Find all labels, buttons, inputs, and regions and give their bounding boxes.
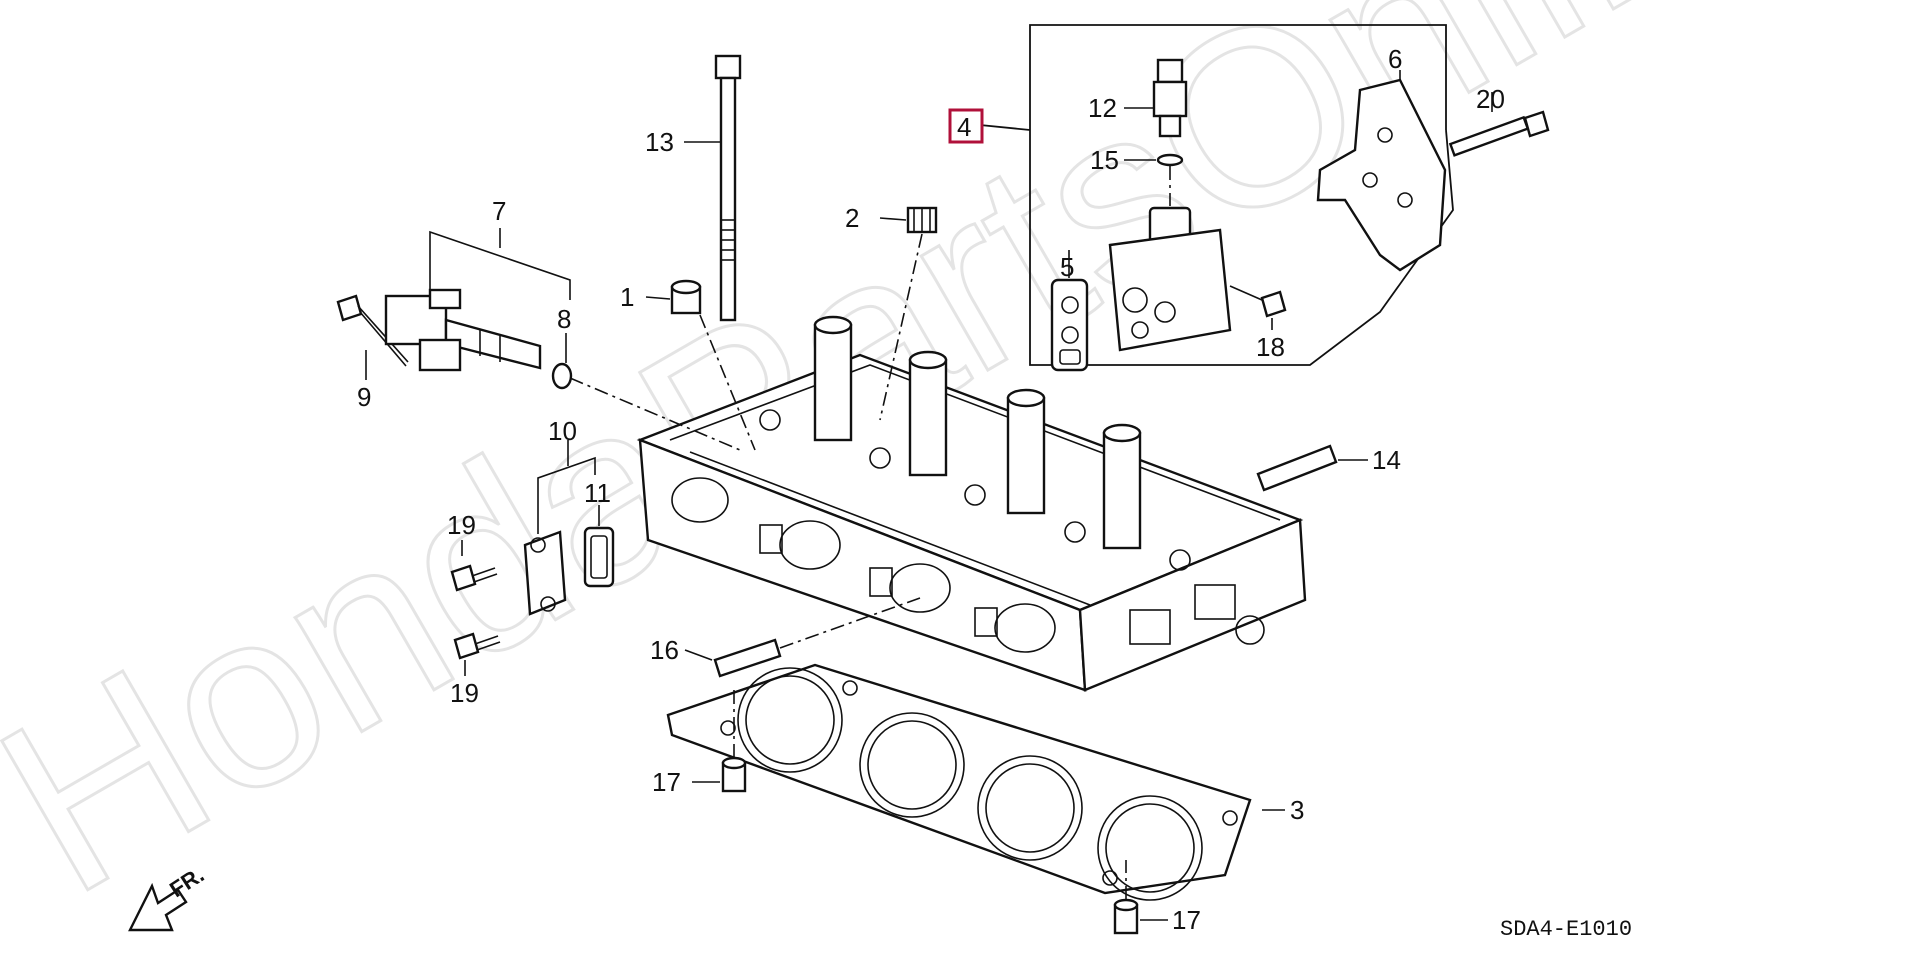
- o-ring-8[interactable]: [551, 362, 573, 390]
- callout-10: 10: [548, 416, 577, 446]
- bolt-19-upper[interactable]: [450, 564, 498, 592]
- head-gasket[interactable]: [666, 663, 1252, 901]
- callout-19-lower: 19: [450, 678, 479, 708]
- callout-14: 14: [1372, 445, 1401, 475]
- callout-17-upper: 17: [652, 767, 681, 797]
- gasket-5[interactable]: [1050, 278, 1089, 372]
- bolt-18[interactable]: [1229, 285, 1287, 318]
- washer-15[interactable]: [1156, 153, 1184, 167]
- head-bolt-13[interactable]: [714, 54, 742, 322]
- callout-4-frame: [948, 108, 984, 144]
- gasket-11[interactable]: [583, 526, 615, 588]
- spool-valve-7[interactable]: [384, 288, 542, 372]
- callout-2: 2: [845, 203, 859, 233]
- dowel-pin-17-upper[interactable]: [721, 756, 747, 793]
- callout-7: 7: [492, 196, 506, 226]
- callout-12: 12: [1088, 93, 1117, 123]
- pressure-switch-12[interactable]: [1152, 58, 1188, 138]
- bolt-19-lower[interactable]: [453, 632, 501, 660]
- callout-18: 18: [1256, 332, 1285, 362]
- callout-16: 16: [650, 635, 679, 665]
- stud-14[interactable]: [1256, 444, 1338, 492]
- callout-17-lower: 17: [1172, 905, 1201, 935]
- callout-8: 8: [557, 304, 571, 334]
- cap-1[interactable]: [670, 279, 702, 315]
- diagram-code: SDA4-E1010: [1500, 917, 1632, 942]
- callout-1: 1: [620, 282, 634, 312]
- callout-6: 6: [1388, 44, 1402, 74]
- assembly-group-4[interactable]: [979, 24, 1454, 366]
- callout-20: 20: [1476, 84, 1505, 114]
- stud-16[interactable]: [713, 638, 782, 678]
- cap-2[interactable]: [906, 206, 938, 234]
- callout-5: 5: [1060, 252, 1074, 282]
- callout-15: 15: [1090, 145, 1119, 175]
- callout-19-upper: 19: [447, 510, 476, 540]
- bolt-20[interactable]: [1448, 110, 1550, 157]
- callout-4[interactable]: 4: [957, 112, 971, 142]
- callout-11: 11: [584, 478, 611, 508]
- bolt-9[interactable]: [336, 294, 409, 367]
- bracket-6[interactable]: [1316, 78, 1447, 272]
- cylinder-head[interactable]: [636, 315, 1307, 692]
- vtc-solenoid-valve[interactable]: [1108, 206, 1232, 352]
- callout-3: 3: [1290, 795, 1304, 825]
- sensor-10[interactable]: [523, 530, 567, 616]
- callout-13: 13: [645, 127, 674, 157]
- dowel-pin-17-lower[interactable]: [1113, 898, 1139, 935]
- callout-9: 9: [357, 382, 371, 412]
